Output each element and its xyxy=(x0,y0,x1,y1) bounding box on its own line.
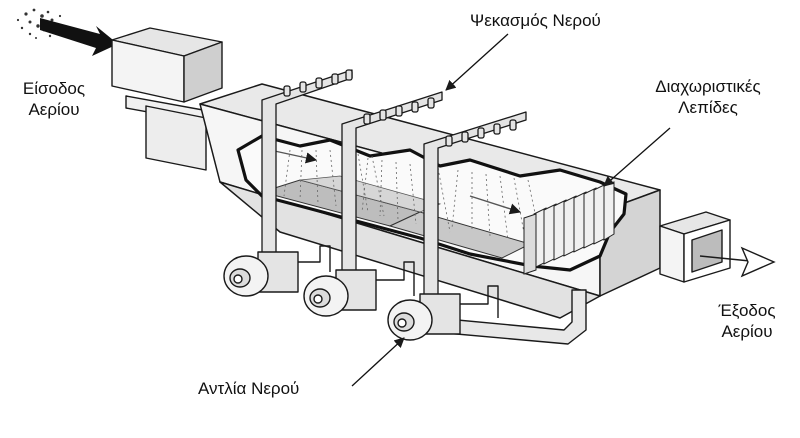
separator-blades-label-line2: Λεπίδες xyxy=(678,98,738,117)
water-spray-label: Ψεκασμός Νερού xyxy=(470,11,601,30)
gas-outlet-label: Έξοδος Αερίου xyxy=(697,300,797,342)
outlet-duct xyxy=(659,211,731,283)
outlet-arrowhead xyxy=(740,246,776,278)
gas-inlet-arrow xyxy=(16,8,118,56)
gas-outlet-label-line1: Έξοδος xyxy=(718,301,776,320)
gas-outlet-label-line2: Αερίου xyxy=(721,322,773,341)
separator-blades-label-line1: Διαχωριστικές xyxy=(655,77,761,96)
spray-headers xyxy=(261,69,527,301)
inlet-duct xyxy=(111,27,223,171)
gas-inlet-label: Είσοδος Αερίου xyxy=(8,78,100,120)
separator-blades xyxy=(523,181,615,275)
water-pumps xyxy=(223,245,499,341)
gas-inlet-label-line2: Αερίου xyxy=(28,100,80,119)
separator-blades-label: Διαχωριστικές Λεπίδες xyxy=(626,76,790,118)
return-pipe xyxy=(433,289,587,345)
water-pump-label: Αντλία Νερού xyxy=(198,379,300,398)
gas-inlet-label-line1: Είσοδος xyxy=(22,79,86,98)
leader-lines xyxy=(351,33,671,387)
